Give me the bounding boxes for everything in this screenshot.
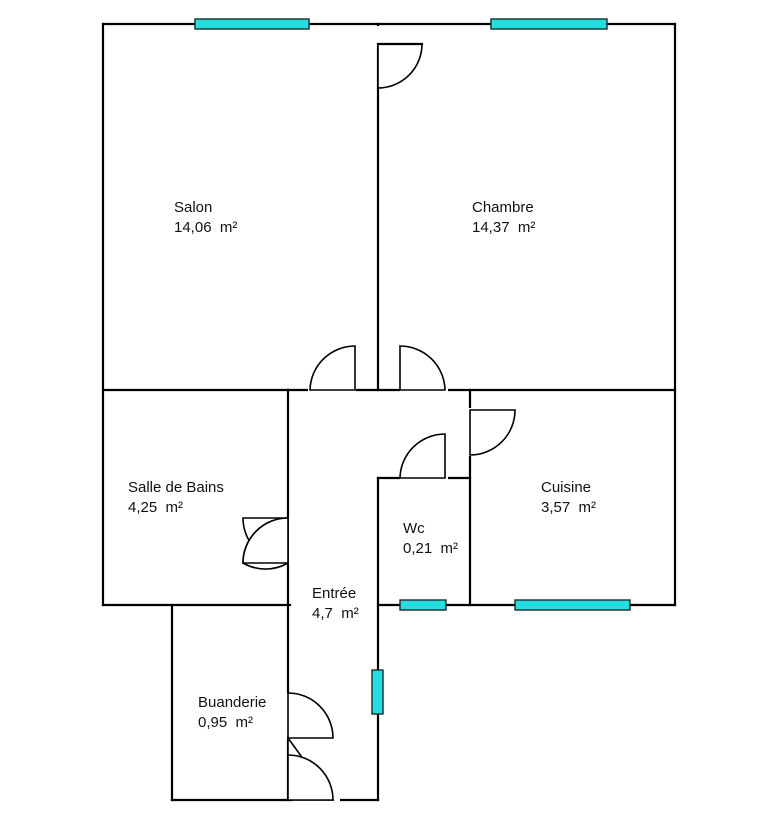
window-entree	[371, 669, 384, 715]
door-chambre	[399, 345, 446, 391]
room-area: 4,7	[312, 605, 333, 622]
window-chambre	[490, 18, 608, 30]
room-name: Cuisine	[541, 479, 592, 496]
area-unit: m²	[341, 605, 359, 622]
door-chambre-top	[377, 43, 423, 89]
door-wc	[399, 433, 446, 479]
area-unit: m²	[235, 714, 254, 731]
windows	[194, 18, 631, 715]
door-salon	[309, 345, 356, 391]
area-unit: m²	[517, 219, 536, 236]
window-salon	[194, 18, 310, 30]
room-label-cuisine: Cuisine 3,57 m²	[541, 478, 596, 518]
room-area: 14,06	[174, 219, 212, 236]
window-cuisine	[514, 599, 631, 611]
room-area: 14,37	[472, 219, 510, 236]
area-unit: m²	[219, 219, 238, 236]
area-unit: m²	[578, 499, 597, 516]
room-area: 3,57	[541, 499, 571, 516]
door-bains-leaf	[242, 517, 289, 564]
room-area: 4,25	[128, 499, 158, 516]
room-area: 0,95	[198, 714, 228, 731]
room-label-salon: Salon 14,06 m²	[174, 198, 237, 238]
room-name: Salle de Bains	[128, 479, 224, 496]
room-name: Buanderie	[198, 694, 267, 711]
room-label-salle-de-bains: Salle de Bains 4,25 m²	[128, 478, 224, 518]
doors	[242, 26, 516, 804]
area-unit: m²	[165, 499, 184, 516]
door-cuisine	[469, 409, 516, 456]
walls	[101, 22, 677, 802]
window-wc	[399, 599, 447, 611]
room-label-buanderie: Buanderie 0,95 m²	[198, 693, 266, 733]
room-label-chambre: Chambre 14,37 m²	[472, 198, 535, 238]
room-name: Entrée	[312, 585, 357, 602]
door-entree	[287, 754, 334, 801]
room-label-entree: Entrée 4,7 m²	[312, 584, 359, 624]
room-label-wc: Wc 0,21 m²	[403, 519, 458, 559]
area-unit: m²	[440, 540, 459, 557]
room-name: Wc	[403, 520, 425, 537]
room-name: Salon	[174, 199, 213, 216]
door-buanderie	[287, 692, 334, 739]
room-area: 0,21	[403, 540, 433, 557]
room-name: Chambre	[472, 199, 534, 216]
